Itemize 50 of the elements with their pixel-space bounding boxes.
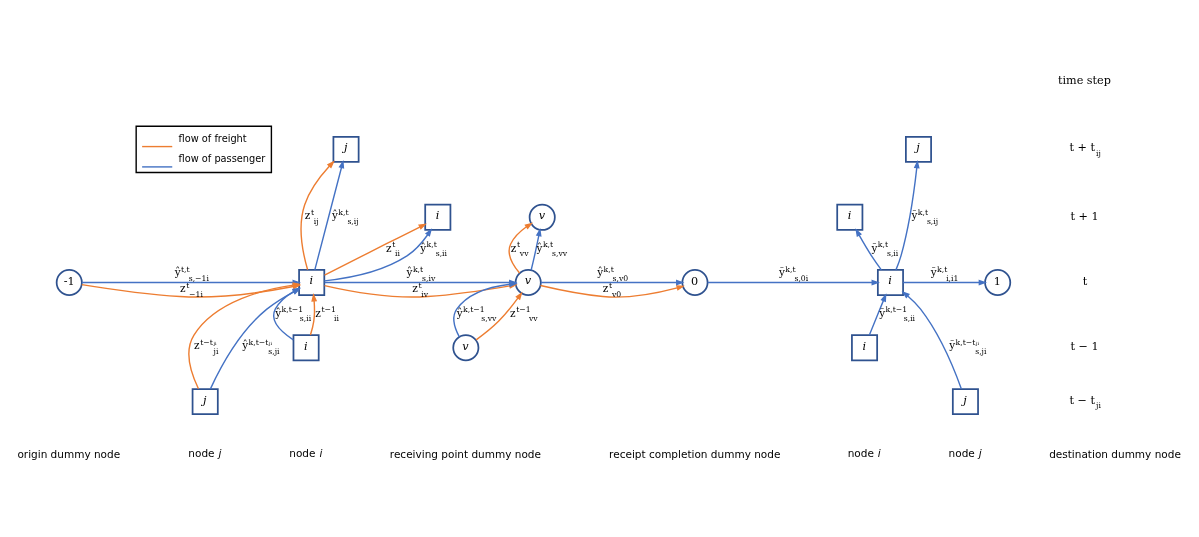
label: receipt completion dummy node — [609, 448, 781, 461]
node-circle: v — [452, 334, 480, 362]
label: origin dummy node — [17, 448, 121, 461]
label: node j — [188, 447, 222, 460]
arrow — [902, 279, 988, 286]
arrow — [508, 222, 534, 274]
node-circle: 1 — [984, 269, 1012, 296]
label: t − 1 — [1070, 340, 1099, 354]
arrow — [209, 288, 301, 390]
arrow — [300, 160, 335, 271]
arrow — [323, 223, 427, 276]
legend-label: flow of freight — [178, 132, 247, 144]
node-box: i — [292, 334, 320, 362]
label: destination dummy node — [1049, 448, 1181, 461]
arrow — [855, 228, 883, 271]
label: t − t$_{ji}$ — [1069, 393, 1101, 411]
label: t + 1 — [1070, 210, 1099, 224]
node-box: i — [298, 269, 326, 296]
arrow — [530, 227, 542, 271]
arrow — [323, 228, 433, 282]
label: t — [1082, 275, 1088, 289]
arrow — [314, 159, 345, 271]
node-circle: 0 — [681, 269, 709, 296]
label: node i — [847, 447, 881, 460]
label: receiving point dummy node — [389, 448, 541, 461]
node-box: i — [851, 334, 879, 362]
legend-label: flow of passenger — [178, 153, 266, 165]
node-box: i — [876, 269, 904, 296]
label: node j — [948, 447, 982, 460]
node-box: i — [836, 203, 864, 231]
arrow — [895, 159, 920, 271]
arrow — [707, 279, 880, 286]
label: t + t$_{ij}$ — [1069, 141, 1101, 158]
label: node i — [289, 447, 323, 460]
node-box: j — [191, 388, 219, 416]
arrow — [901, 290, 962, 390]
arrow — [475, 291, 523, 341]
node-box: j — [905, 135, 932, 163]
arrow — [309, 293, 318, 336]
node-circle: v — [528, 203, 556, 231]
node-box: j — [951, 388, 979, 416]
label: time step — [1057, 74, 1111, 88]
arrow — [539, 284, 685, 298]
arrow — [868, 293, 887, 336]
arrow — [540, 279, 685, 286]
node-box: i — [424, 203, 452, 231]
node-box: j — [332, 135, 360, 163]
arrow — [273, 287, 301, 341]
node-circle: v — [514, 269, 542, 296]
node-circle: -1 — [55, 269, 83, 296]
